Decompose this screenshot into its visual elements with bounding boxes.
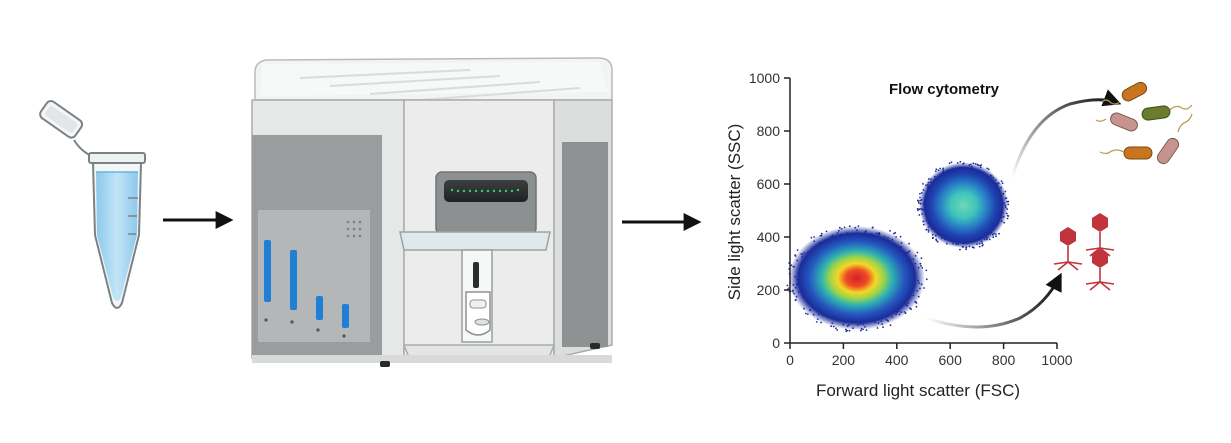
- eppendorf-tube-icon: [39, 100, 146, 309]
- y-tick-label: 1000: [749, 70, 780, 86]
- event-dot: [936, 240, 939, 243]
- event-dot: [998, 232, 1000, 235]
- event-dot: [959, 248, 961, 251]
- x-axis-title: Forward light scatter (FSC): [816, 381, 1020, 400]
- density-core: [788, 226, 925, 331]
- event-dot: [810, 236, 813, 239]
- x-tick-label: 800: [992, 352, 1016, 368]
- y-tick-label: 200: [757, 282, 781, 298]
- y-ticks: 0 200 400 600 800 1000: [749, 70, 790, 351]
- event-dot: [917, 200, 920, 203]
- event-dot: [889, 324, 892, 327]
- event-dot: [889, 230, 891, 232]
- event-dot: [1006, 214, 1009, 217]
- event-dot: [915, 305, 918, 308]
- flow-cytometer-icon: [251, 57, 613, 367]
- event-dot: [917, 209, 919, 212]
- bacteria-icon: [1095, 81, 1193, 165]
- scatter-plot: 0 200 400 600 800 1000 0 200 400 600 800 1000 Flow…: [725, 70, 1073, 400]
- event-dot: [982, 244, 984, 246]
- x-tick-label: 600: [939, 352, 963, 368]
- event-dot: [948, 162, 951, 165]
- density-core: [919, 162, 1009, 249]
- x-tick-label: 200: [832, 352, 856, 368]
- event-dot: [920, 257, 923, 260]
- y-tick-label: 600: [757, 176, 781, 192]
- y-tick-label: 400: [757, 229, 781, 245]
- event-dot: [893, 232, 895, 235]
- event-dot: [815, 321, 818, 323]
- y-tick-label: 800: [757, 123, 781, 139]
- arrow-to-phage-icon: [925, 272, 1062, 329]
- event-dot: [922, 183, 924, 185]
- population-bacteria: [916, 160, 1010, 251]
- event-dot: [1001, 182, 1004, 185]
- event-dot: [918, 214, 921, 216]
- event-dot: [835, 327, 837, 330]
- x-tick-label: 1000: [1041, 352, 1072, 368]
- event-dot: [908, 242, 910, 245]
- event-dot: [805, 312, 807, 315]
- event-dot: [959, 160, 962, 163]
- event-dot: [995, 235, 997, 238]
- x-ticks: 0 200 400 600 800 1000: [786, 343, 1073, 368]
- y-axis-title: Side light scatter (SSC): [725, 124, 744, 301]
- event-dot: [916, 251, 919, 254]
- event-dot: [925, 269, 928, 272]
- event-dot: [836, 329, 839, 331]
- arrow-to-bacteria-icon: [1010, 89, 1122, 179]
- event-dot: [796, 249, 799, 252]
- bacteriophage-icon: [1053, 213, 1115, 291]
- event-dot: [978, 245, 981, 248]
- y-tick-label: 0: [772, 335, 780, 351]
- x-tick-label: 0: [786, 352, 794, 368]
- population-layer: [786, 160, 1010, 333]
- event-dot: [1000, 180, 1003, 183]
- x-tick-label: 400: [885, 352, 909, 368]
- event-dot: [935, 168, 938, 171]
- population-phage: [786, 225, 928, 333]
- chart-title: Flow cytometry: [889, 81, 1000, 98]
- event-dot: [919, 192, 921, 195]
- event-dot: [882, 326, 884, 329]
- event-dot: [925, 278, 928, 281]
- event-dot: [950, 161, 953, 164]
- event-dot: [1006, 217, 1009, 220]
- event-dot: [894, 231, 897, 234]
- event-dot: [931, 237, 934, 240]
- event-dot: [899, 235, 902, 238]
- event-dot: [980, 164, 983, 166]
- event-dot: [845, 330, 848, 333]
- event-dot: [916, 208, 919, 210]
- event-dot: [786, 284, 789, 287]
- event-dot: [848, 329, 851, 332]
- event-dot: [965, 248, 968, 251]
- event-dot: [860, 329, 862, 332]
- event-dot: [865, 329, 868, 331]
